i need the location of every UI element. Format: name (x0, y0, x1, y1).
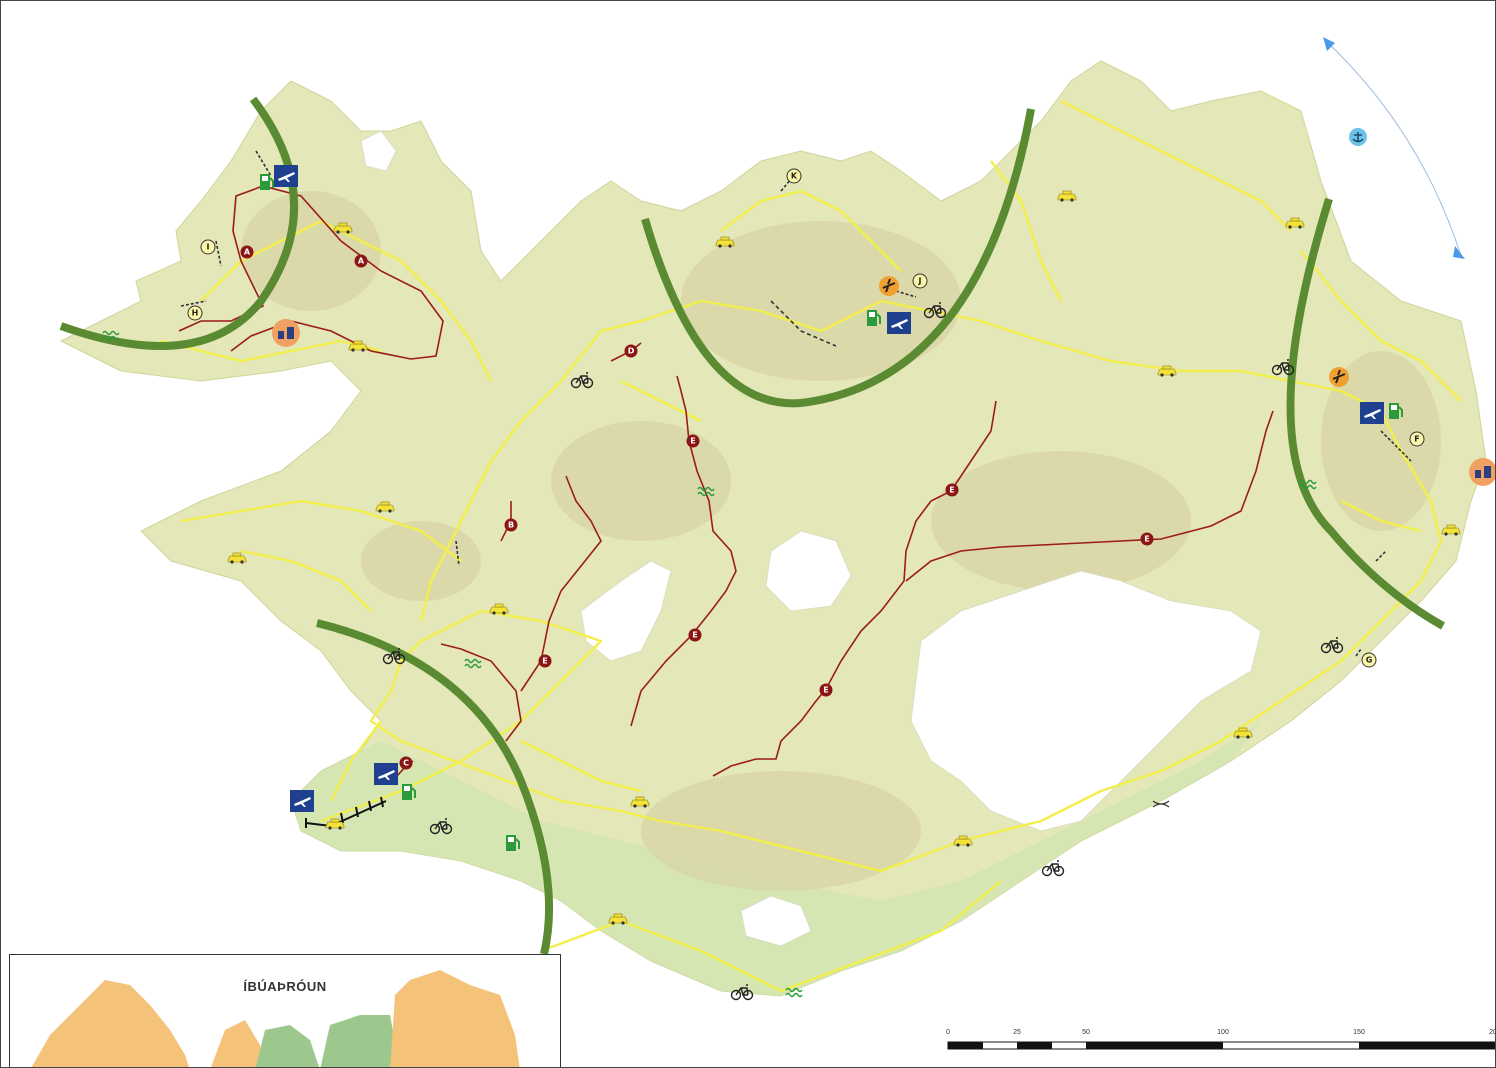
road-network (160, 99, 1462, 993)
scale-bar: 0 25 50 100 150 20 (945, 1029, 1495, 1053)
region-boundaries (59, 96, 1445, 955)
scale-bar-graphic (947, 1041, 1495, 1050)
myrdalsjokull-glacier (740, 895, 812, 947)
svg-text:E: E (949, 486, 954, 495)
airport-icon (1328, 366, 1350, 388)
svg-text:I: I (207, 243, 210, 252)
svg-text:E: E (823, 686, 828, 695)
inset-region-east (390, 970, 520, 1067)
vatnajokull-glacier (910, 570, 1262, 832)
route-e-west (520, 475, 602, 692)
hofsjokull-glacier (765, 530, 852, 612)
route-badge-e: E (686, 434, 700, 448)
scale-tick-label: 0 (946, 1029, 950, 1036)
inset-region-westfjords (31, 980, 189, 1067)
svg-text:D: D (628, 347, 635, 356)
boundary-westfjords (59, 96, 298, 350)
route-e-sprengisandur (630, 375, 737, 727)
route-badge-a: A (240, 245, 254, 259)
inset-region-north-east (320, 1015, 400, 1067)
route-badge-b: B (504, 518, 518, 532)
inset-region-north-west (255, 1025, 319, 1067)
svg-text:E: E (692, 631, 697, 640)
route-e-kjolur (440, 643, 522, 742)
route-badge-c: C (399, 756, 413, 770)
boundary-east (1286, 197, 1445, 630)
ferry-badge-g: G (1361, 652, 1377, 668)
drangajokull-glacier (360, 130, 397, 172)
inset-title: ÍBÚAÞRÓUN (243, 979, 327, 994)
glaciers (360, 130, 1262, 947)
svg-text:F: F (1414, 435, 1419, 444)
svg-text:E: E (542, 657, 547, 666)
svg-text:B: B (508, 521, 514, 530)
route-badge-e: E (945, 483, 959, 497)
route-badge-e: E (819, 683, 833, 697)
harbour-icon (1348, 127, 1368, 147)
route-badge-e: E (688, 628, 702, 642)
svg-text:E: E (1144, 535, 1149, 544)
bridge-icon (1152, 800, 1170, 808)
ferry-badges: I H K J F G (187, 168, 1425, 668)
ferry-badge-f: F (1409, 431, 1425, 447)
plane-icon (290, 790, 314, 812)
scale-tick-label: 20 (1489, 1029, 1495, 1036)
inset-region-west (211, 1020, 265, 1067)
ferry-badge-j: J (912, 273, 928, 289)
svg-text:G: G (1366, 656, 1373, 665)
flight-path (1325, 40, 1462, 257)
scale-tick-label: 150 (1353, 1029, 1365, 1036)
svg-text:E: E (690, 437, 695, 446)
ferry-badge-k: K (786, 168, 802, 184)
boundary-south-west (316, 619, 554, 955)
ferry-badge-h: H (187, 305, 203, 321)
ferry-lines (180, 150, 1412, 657)
plane-icon (274, 165, 298, 187)
airport-icon (878, 275, 900, 297)
boundary-north (641, 108, 1035, 408)
flight-arrow-end (1453, 246, 1465, 259)
svg-text:K: K (791, 172, 798, 181)
population-inset-map[interactable]: ÍBÚAÞRÓUN (9, 954, 561, 1067)
route-badge-e: E (1140, 532, 1154, 546)
svg-text:C: C (403, 759, 409, 768)
plane-icon (1360, 402, 1384, 424)
ferry-badge-i: I (200, 239, 216, 255)
route-badge-e: E (538, 654, 552, 668)
flight-arrow-start (1323, 37, 1335, 51)
plane-icon (374, 763, 398, 785)
scale-tick-label: 50 (1082, 1029, 1090, 1036)
svg-text:A: A (358, 257, 365, 266)
scale-tick-label: 100 (1217, 1029, 1229, 1036)
svg-text:A: A (244, 248, 251, 257)
svg-text:H: H (192, 309, 199, 318)
housing-icon (272, 319, 300, 347)
route-badge-d: D (624, 344, 638, 358)
route-badge-a: A (354, 254, 368, 268)
plane-icon (887, 312, 911, 334)
route-badges: A A B C D E E E E E E (240, 245, 1154, 770)
scale-tick-label: 25 (1013, 1029, 1021, 1036)
inset-map-graphic (31, 970, 520, 1067)
svg-text:J: J (918, 277, 922, 286)
